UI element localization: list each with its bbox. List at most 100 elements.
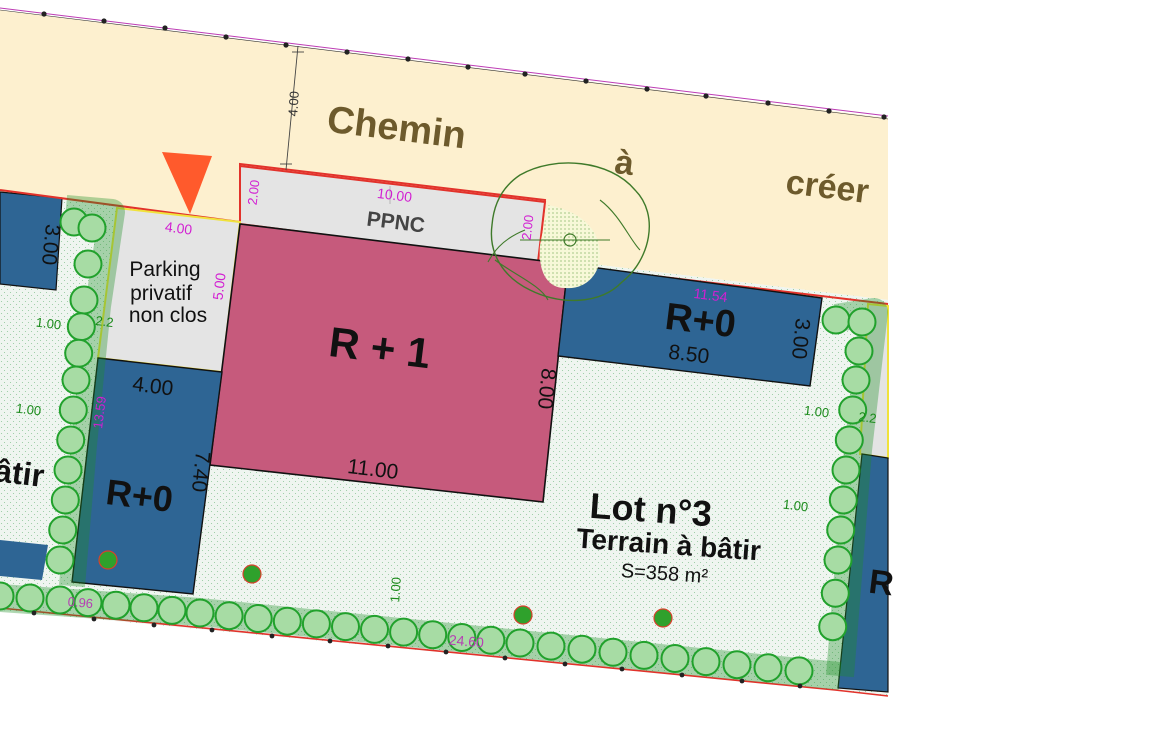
lot-title: Lot n°3 [588, 485, 713, 534]
hedge-plant [53, 455, 83, 485]
annex-right-width-dim: 8.50 [667, 341, 710, 369]
annex-left-r0 [71, 357, 223, 595]
right-neighbor-label: R [867, 563, 896, 604]
road-offset-dimension [280, 45, 304, 171]
setback-bottom-dim: 1.00 [387, 577, 404, 603]
hedge-plant [660, 644, 690, 673]
left-lot-side-dim-2: 1.00 [15, 401, 42, 419]
setback-right-dim: 1.00 [782, 497, 809, 515]
hedge-plant [50, 485, 80, 515]
hedge-plant [567, 634, 597, 664]
hedge-plant [629, 640, 659, 670]
boundary-markers-top [41, 11, 887, 120]
parking-label-line3: non clos [129, 304, 207, 327]
ppnc-left-dim: 2.00 [245, 179, 263, 206]
hedge-plant [272, 606, 302, 636]
hedge-plant [129, 593, 159, 623]
annex-left-width-dim: 4.00 [131, 373, 174, 401]
hedge-plant [722, 650, 752, 680]
hedge-plant [331, 612, 360, 642]
hedge-plant [841, 365, 871, 395]
hedge-plant [820, 578, 850, 608]
hedge-plant [828, 485, 858, 515]
right-neighbor-building [837, 453, 889, 693]
hedge-plant [56, 425, 86, 455]
hedge-plant [784, 656, 814, 686]
hedge-plant [818, 612, 848, 642]
hedge-plant [73, 249, 103, 279]
road-offset-dim: 4.00 [285, 91, 302, 117]
annex-right-top-dim: 11.54 [693, 285, 729, 305]
hedge-plant [826, 515, 856, 545]
house-depth-dim: 8.00 [533, 367, 560, 410]
hedge-plant [214, 601, 244, 631]
hedge-plant [77, 213, 107, 243]
hedge-plant [157, 595, 187, 625]
hedge-plant [847, 307, 877, 337]
hedge-plant [58, 395, 88, 425]
shrubs [98, 550, 673, 628]
parking-width-dim: 4.00 [164, 218, 193, 237]
access-arrow-icon [162, 152, 212, 214]
hedge-plant [447, 623, 477, 652]
road-boundary-line [0, 7, 889, 117]
bottom-left-dim: 0.96 [67, 594, 94, 611]
hedge-plant [505, 628, 535, 658]
hedge-plant [301, 609, 331, 639]
hedge-plant [45, 545, 75, 575]
left-lot-side-dim-1: 1.00 [35, 315, 62, 333]
ppnc-right-dim: 2.00 [519, 214, 537, 241]
parking-label-line2: privatif [130, 282, 192, 305]
left-lot-side-dim-1b: 2.2 [95, 313, 115, 330]
hedge-plant [821, 305, 851, 335]
road-boundary-line-inner [0, 9, 889, 120]
hedge-left-outline [59, 195, 125, 588]
left-neighbor-annex [0, 540, 48, 580]
hedge-plant [243, 604, 273, 633]
parking-label-line1: Parking [129, 258, 200, 281]
setback-right-top-dim: 1.00 [803, 403, 830, 421]
hedge-plant [838, 395, 868, 425]
left-side-dim: 13.59 [90, 395, 109, 429]
hedge-plantings [0, 207, 877, 686]
annex-right-r0 [557, 263, 823, 387]
left-lot-depth-dim: 3.00 [37, 223, 64, 266]
lot-boundary-bottom [0, 607, 889, 697]
hedge-plant [73, 588, 103, 618]
hedge-plant [536, 631, 566, 661]
tree-symbol [487, 162, 650, 302]
hedge-plant [69, 285, 99, 315]
road-area [0, 10, 888, 300]
hedge-plant [834, 425, 864, 455]
annex-right-label: R+0 [663, 296, 738, 346]
hedge-plant [831, 455, 861, 485]
hedge-plant [823, 545, 853, 575]
bottom-edge-dim: 24.60 [448, 632, 485, 651]
hedge-plant [45, 585, 75, 615]
left-lot-label: âtir [0, 452, 46, 494]
setback-right-top-dim-b: 2.2 [858, 409, 878, 426]
hedge-plant [15, 583, 45, 613]
ppnc-width-dim: 10.00 [376, 185, 413, 205]
hedge-plant [389, 617, 419, 647]
boundary-markers-bottom [31, 610, 803, 689]
hedge-plant [48, 515, 78, 545]
annex-left-depth-dim: 7.40 [187, 450, 214, 493]
road-label-a: à [613, 143, 636, 183]
hedge-plant [66, 312, 96, 342]
hedge-plant [360, 614, 389, 644]
hedge-plant [185, 598, 215, 628]
hedge-plant [418, 620, 448, 650]
parking-depth-dim: 5.00 [209, 272, 228, 301]
annex-left-label: R+0 [104, 471, 176, 520]
hedge-plant [0, 581, 15, 611]
hedge-plant [753, 653, 783, 683]
hedge-plant [64, 338, 94, 368]
annex-right-depth-dim: 3.00 [787, 317, 814, 360]
hedge-plant [691, 647, 721, 677]
hedge-plant [844, 336, 874, 366]
hedge-plant [476, 625, 506, 655]
hedge-plant [101, 590, 131, 620]
hedge-plant [598, 637, 628, 667]
